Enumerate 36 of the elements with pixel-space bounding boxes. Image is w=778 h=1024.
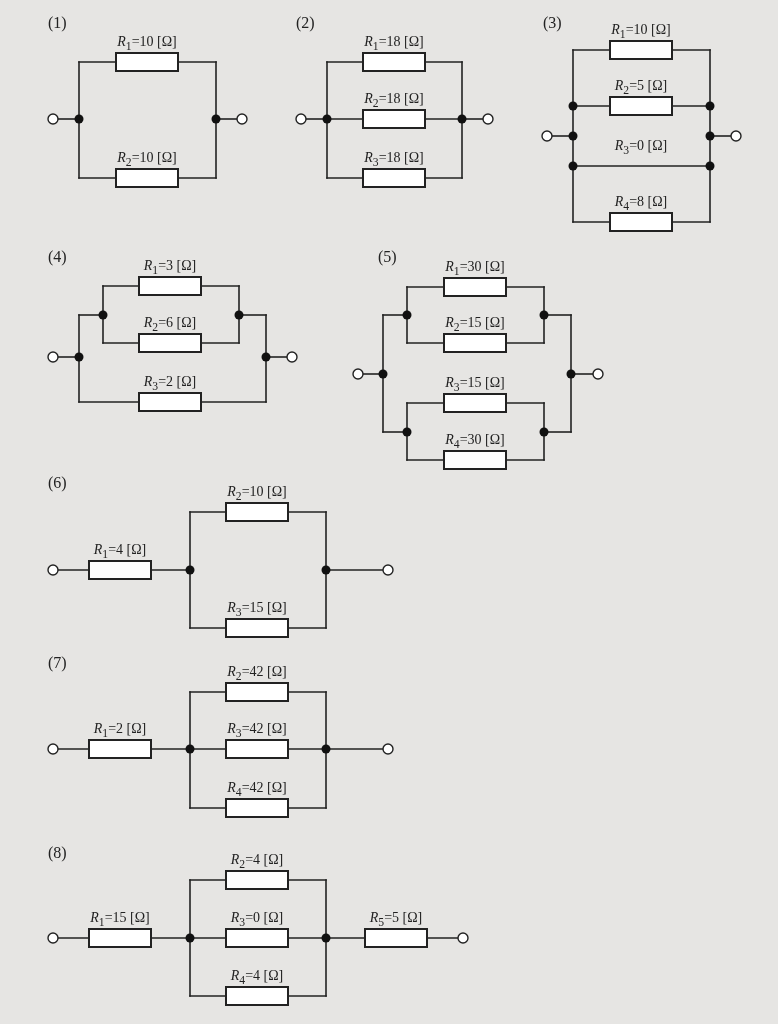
circuit-number: (5) <box>378 248 397 266</box>
circuit-number: (2) <box>296 14 315 32</box>
resistance-label: R$_{3}$=42 [Ω] <box>227 721 287 742</box>
resistance-label: R$_{3}$=15 [Ω] <box>445 375 505 396</box>
resistance-label: R$_{1}$=3 [Ω] <box>143 258 197 279</box>
resistance-label: R$_{2}$=10 [Ω] <box>227 484 287 505</box>
resistance-label: R$_{1}$=15 [Ω] <box>90 910 150 931</box>
resistance-label: R$_{4}$=4 [Ω] <box>230 968 284 989</box>
resistance-label: R$_{1}$=30 [Ω] <box>445 259 505 280</box>
resistance-label: R$_{1}$=10 [Ω] <box>611 22 671 43</box>
resistance-label: R$_{1}$=4 [Ω] <box>93 542 147 563</box>
resistance-label: R$_{2}$=5 [Ω] <box>614 78 668 99</box>
resistance-label: R$_{2}$=10 [Ω] <box>117 150 177 171</box>
circuit-number: (8) <box>48 844 67 862</box>
resistance-label: R$_{2}$=4 [Ω] <box>230 852 284 873</box>
circuit-number: (4) <box>48 248 67 266</box>
circuit-number: (7) <box>48 654 67 672</box>
resistance-label: R$_{1}$=18 [Ω] <box>364 34 424 55</box>
resistance-label: R$_{2}$=6 [Ω] <box>143 315 197 336</box>
resistance-label: R$_{2}$=15 [Ω] <box>445 315 505 336</box>
resistance-label: R$_{2}$=18 [Ω] <box>364 91 424 112</box>
resistance-label: R$_{3}$=0 [Ω] <box>614 138 668 159</box>
circuit-number: (3) <box>543 14 562 32</box>
circuit-number: (6) <box>48 474 67 492</box>
resistance-label: R$_{2}$=42 [Ω] <box>227 664 287 685</box>
resistance-label: R$_{3}$=2 [Ω] <box>143 374 197 395</box>
resistance-label: R$_{4}$=8 [Ω] <box>614 194 668 215</box>
resistance-label: R$_{1}$=10 [Ω] <box>117 34 177 55</box>
circuit-number: (1) <box>48 14 67 32</box>
resistance-label: R$_{4}$=42 [Ω] <box>227 780 287 801</box>
resistance-label: R$_{1}$=2 [Ω] <box>93 721 147 742</box>
resistance-label: R$_{3}$=0 [Ω] <box>230 910 284 931</box>
resistance-label: R$_{5}$=5 [Ω] <box>369 910 423 931</box>
resistance-label: R$_{3}$=15 [Ω] <box>227 600 287 621</box>
resistance-label: R$_{3}$=18 [Ω] <box>364 150 424 171</box>
resistance-label: R$_{4}$=30 [Ω] <box>445 432 505 453</box>
